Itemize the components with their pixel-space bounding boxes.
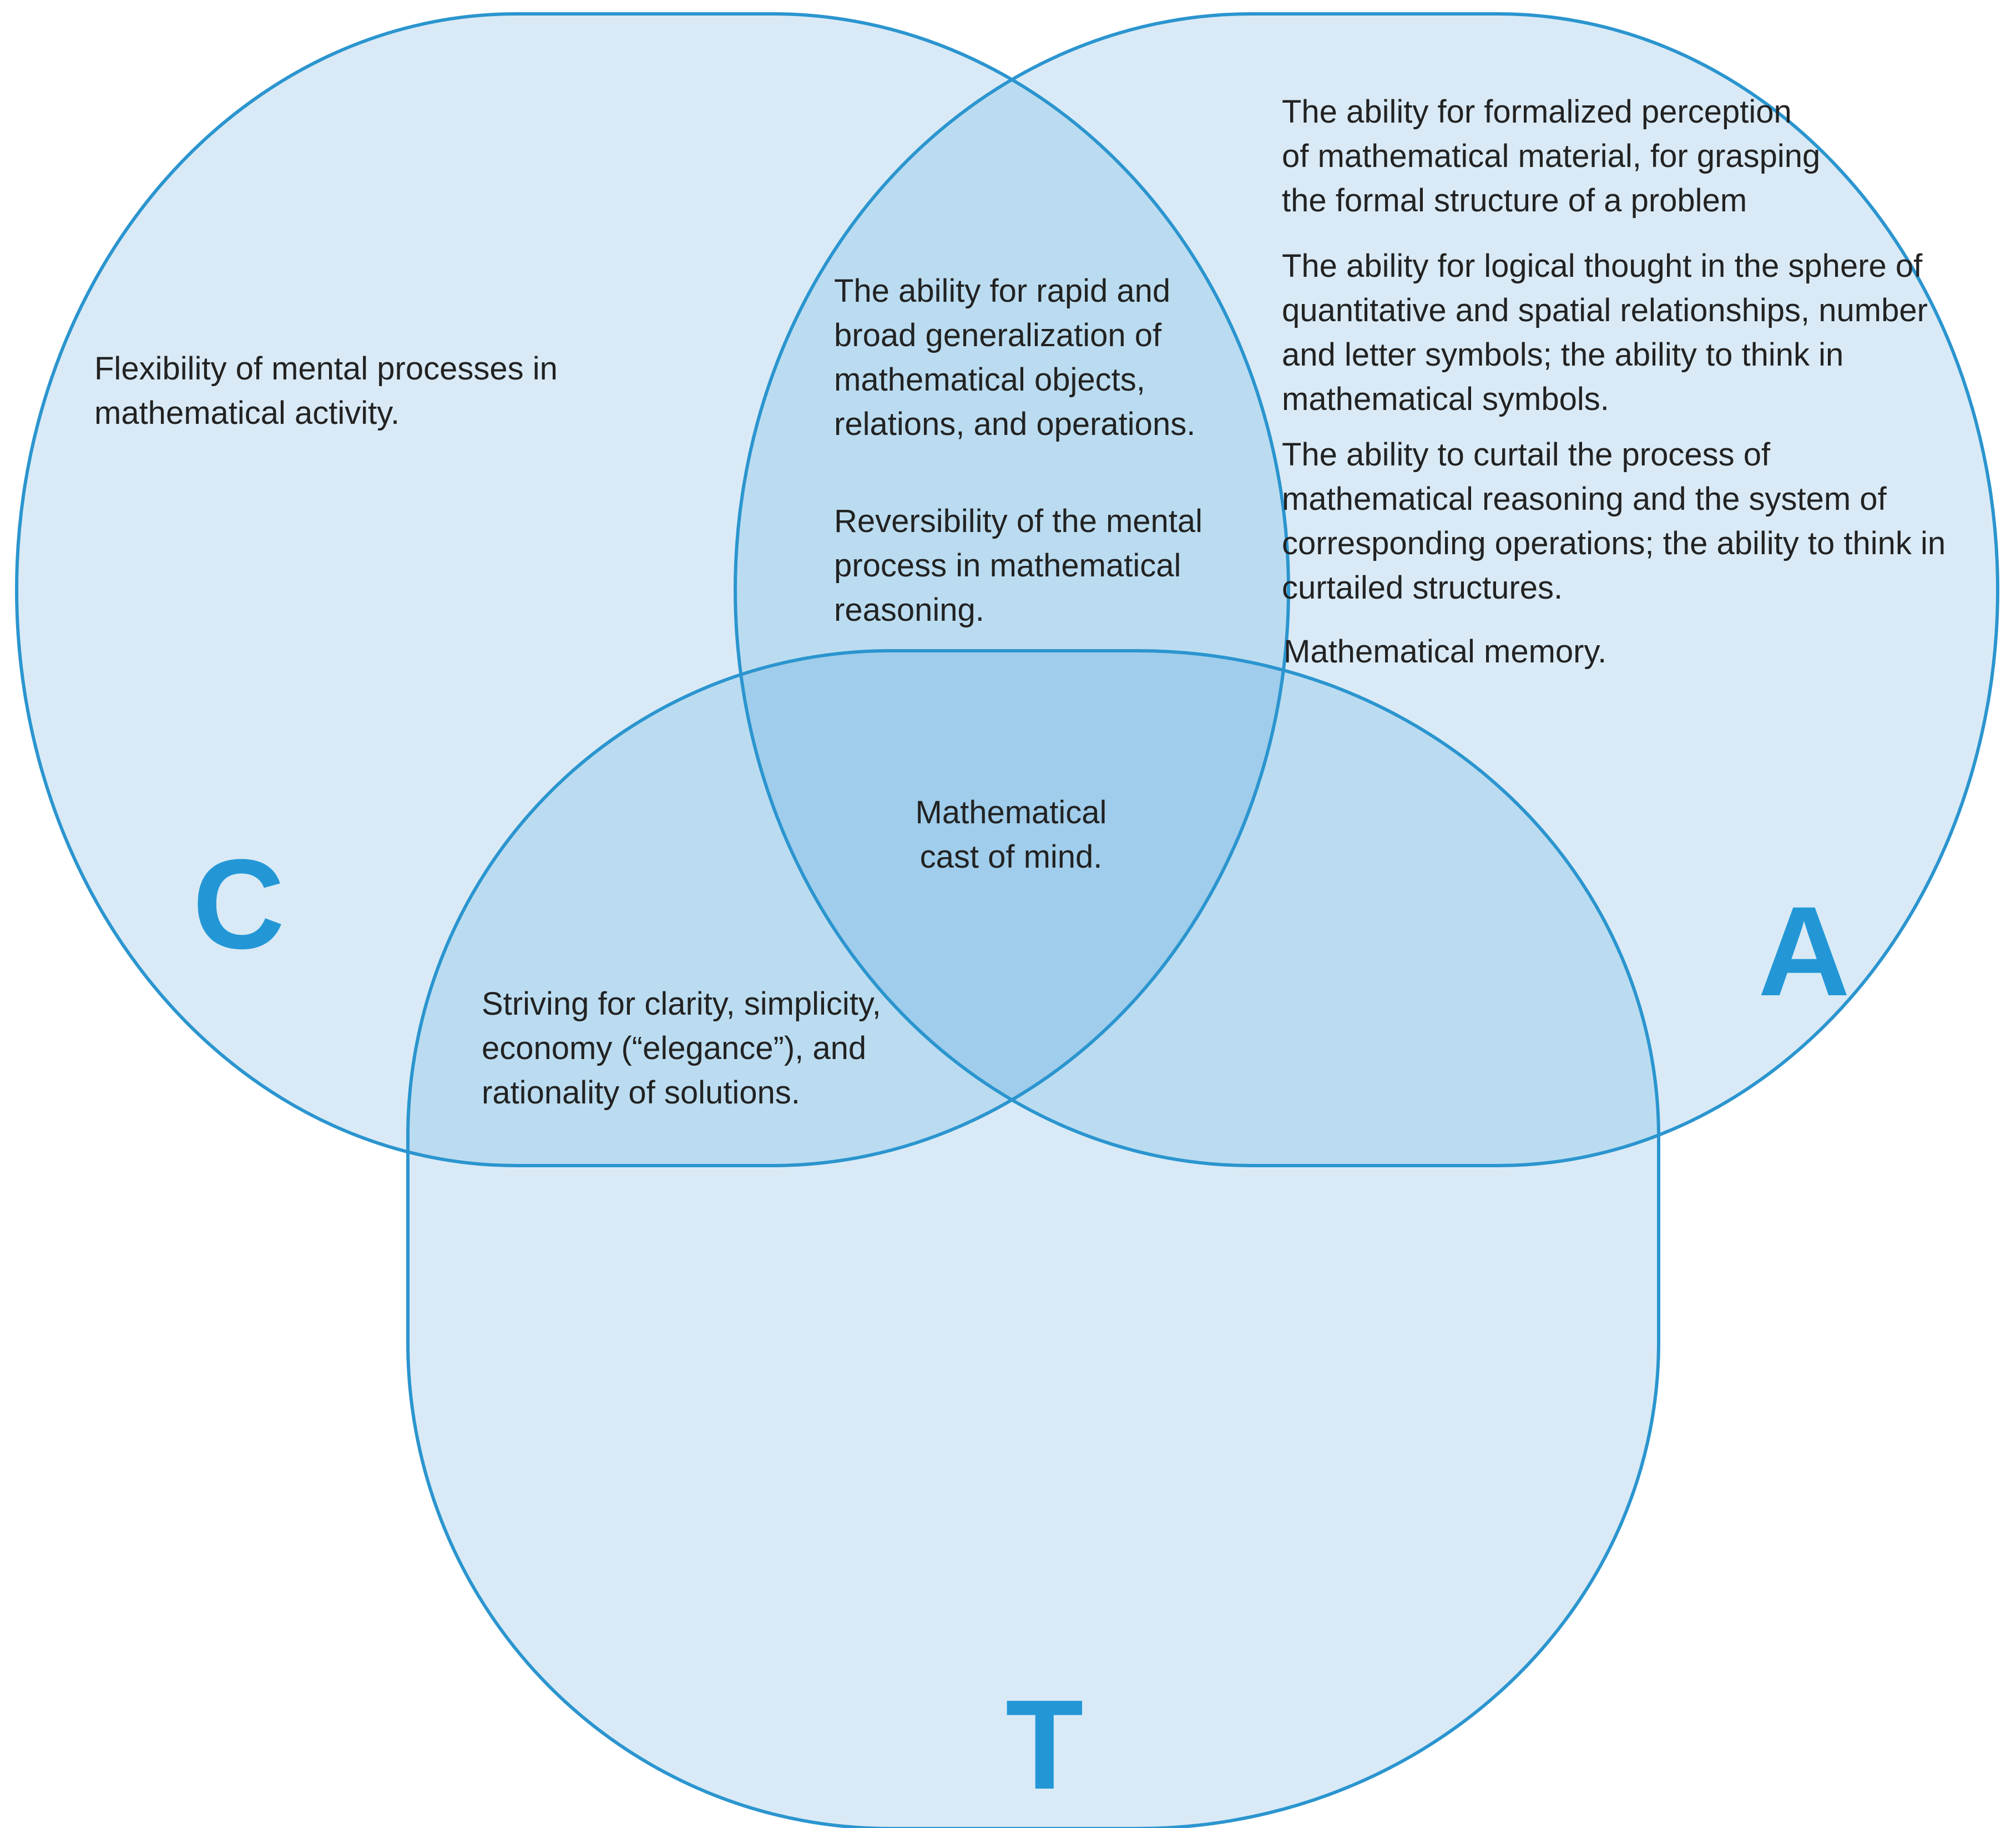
text-line: mathematical symbols.: [1282, 381, 1609, 417]
a-item-formalized-perception: The ability for formalized perception of…: [1282, 90, 1820, 223]
text-line: Flexibility of mental processes in: [94, 351, 558, 387]
text-line: mathematical activity.: [94, 395, 400, 431]
text-line: and letter symbols; the ability to think…: [1282, 337, 1844, 373]
text-line: cast of mind.: [919, 839, 1103, 875]
text-line: Reversibility of the mental: [834, 503, 1203, 539]
ca-item-reversibility: Reversibility of the mental process in m…: [834, 499, 1202, 632]
ca-item-generalization: The ability for rapid and broad generali…: [834, 269, 1195, 447]
text-line: The ability for rapid and: [834, 273, 1171, 309]
set-t-label: T: [1006, 1673, 1084, 1816]
c-item-mental-flexibility: Flexibility of mental processes in mathe…: [94, 347, 558, 436]
text-line: quantitative and spatial relationships, …: [1282, 292, 1928, 328]
text-line: mathematical reasoning and the system of: [1282, 481, 1887, 517]
text-line: of mathematical material, for grasping: [1282, 138, 1821, 174]
text-line: curtailed structures.: [1282, 570, 1563, 606]
text-line: corresponding operations; the ability to…: [1282, 525, 1946, 561]
text-line: Striving for clarity, simplicity,: [482, 986, 881, 1022]
text-line: rationality of solutions.: [482, 1075, 800, 1111]
text-line: Mathematical memory.: [1284, 634, 1607, 670]
ct-item-striving-for-clarity: Striving for clarity, simplicity, econom…: [482, 982, 881, 1115]
text-line: The ability for formalized perception: [1282, 94, 1792, 130]
text-line: process in mathematical: [834, 548, 1181, 584]
text-line: the formal structure of a problem: [1282, 183, 1747, 219]
text-line: The ability to curtail the process of: [1282, 437, 1771, 473]
cat-item-cast-of-mind: Mathematical cast of mind.: [878, 791, 1144, 879]
set-a-label: A: [1758, 880, 1851, 1022]
text-line: reasoning.: [834, 592, 984, 628]
set-c-label: C: [193, 833, 285, 975]
text-line: economy (“elegance”), and: [482, 1030, 867, 1066]
a-item-curtail-reasoning: The ability to curtail the process of ma…: [1282, 433, 1946, 610]
text-line: Mathematical: [915, 794, 1107, 831]
text-line: mathematical objects,: [834, 362, 1145, 398]
text-line: broad generalization of: [834, 317, 1162, 353]
text-line: The ability for logical thought in the s…: [1282, 248, 1923, 284]
text-line: relations, and operations.: [834, 406, 1196, 442]
a-item-logical-thought: The ability for logical thought in the s…: [1282, 244, 1928, 422]
a-item-mathematical-memory: Mathematical memory.: [1284, 630, 1606, 674]
